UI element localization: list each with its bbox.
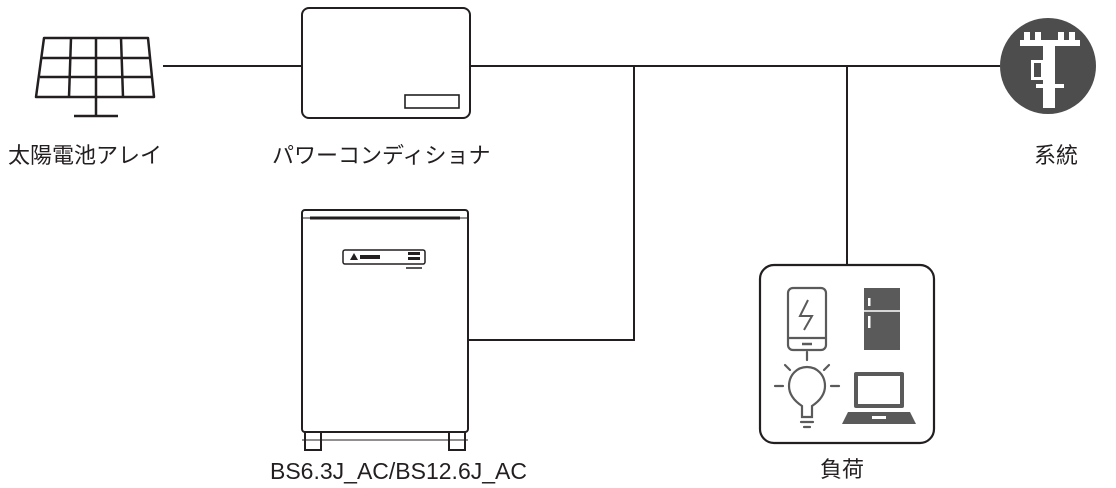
grid-label: 系統	[1034, 144, 1079, 169]
household-load-icon	[758, 263, 936, 445]
battery-unit-icon	[301, 209, 469, 451]
wiring	[163, 65, 1000, 341]
solar-array-label: 太陽電池アレイ	[8, 144, 163, 169]
light-bulb-icon	[773, 350, 841, 429]
power-conditioner-icon	[301, 7, 471, 119]
smartphone-charging-icon	[786, 286, 828, 352]
battery-label: BS6.3J_AC/BS12.6J_AC	[270, 458, 527, 484]
solar-panel-icon	[34, 36, 156, 118]
laptop-icon	[842, 372, 916, 424]
wire-battery-to-bus	[468, 66, 635, 341]
load-label: 負荷	[820, 458, 865, 483]
refrigerator-icon	[864, 288, 900, 350]
power-conditioner-label: パワーコンディショナ	[272, 144, 491, 169]
utility-pole-icon	[1000, 18, 1096, 114]
